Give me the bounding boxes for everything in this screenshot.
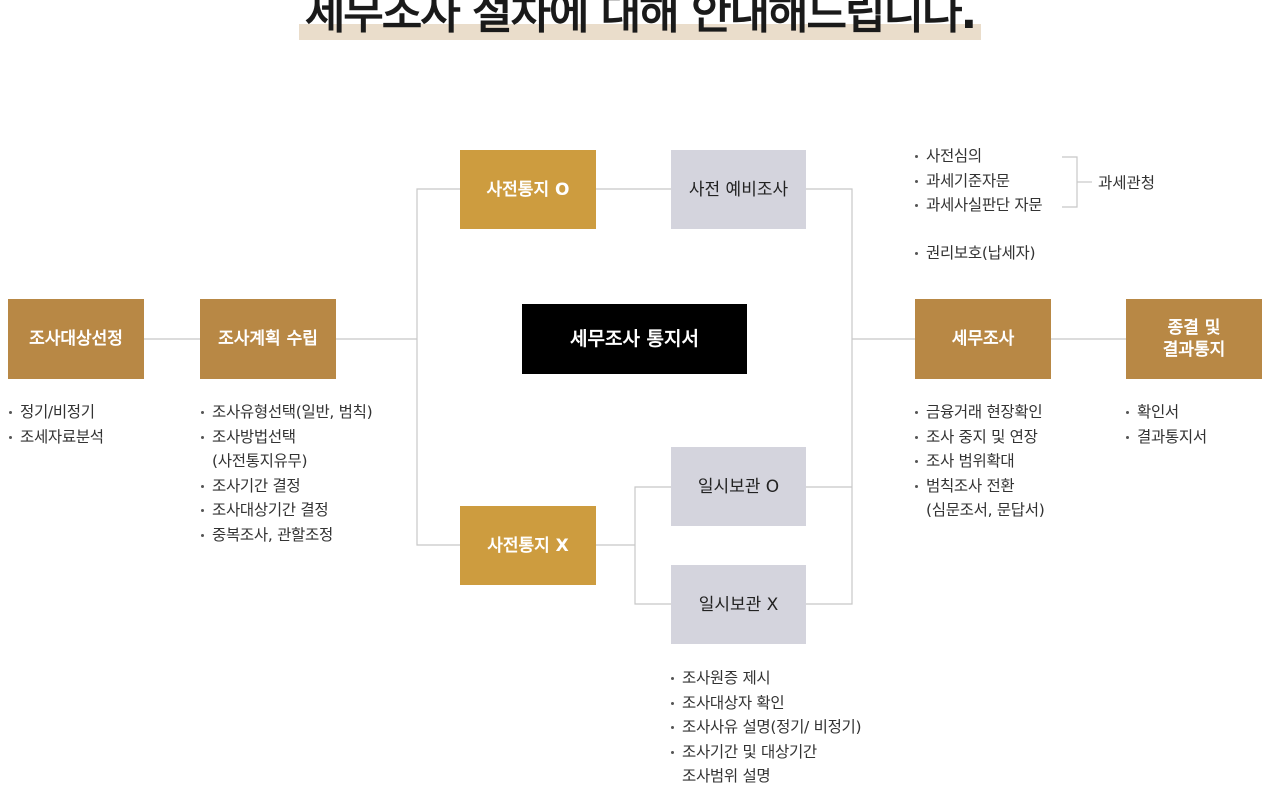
- list-item: 결과통지서: [1125, 425, 1207, 450]
- list-item: 조사대상자 확인: [670, 691, 861, 716]
- box-notice-o-label: 사전통지 O: [486, 179, 570, 200]
- list-item: 정기/비정기: [8, 400, 104, 425]
- list-item: 금융거래 현장확인: [914, 400, 1044, 425]
- list-item: 과세사실판단 자문: [914, 193, 1043, 218]
- list-plan: 조사유형선택(일반, 범칙) 조사방법선택 (사전통지유무) 조사기간 결정 조…: [200, 400, 373, 548]
- list-result: 확인서 결과통지서: [1125, 400, 1207, 449]
- box-notice-o: 사전통지 O: [460, 150, 596, 229]
- box-target-selection: 조사대상선정: [8, 299, 144, 379]
- list-item-text: 조사원증 제시: [682, 669, 771, 687]
- page-title-text: 세무조사 절차에 대해 안내해드립니다.: [304, 0, 977, 39]
- list-item: 사전심의: [914, 144, 1042, 169]
- box-end-result-line2: 결과통지: [1162, 340, 1226, 360]
- list-item: 조사기간 및 대상기간 조사범위 설명: [670, 740, 861, 789]
- box-preliminary-label: 사전 예비조사: [688, 179, 789, 200]
- list-item: 조사기간 결정: [200, 474, 372, 499]
- list-item-text: 조사대상기간 결정: [212, 501, 329, 519]
- list-item: 조사사유 설명(정기/ 비정기): [670, 715, 862, 740]
- page-title: 세무조사 절차에 대해 안내해드립니다.: [298, 0, 982, 42]
- list-item-text: 금융거래 현장확인: [926, 403, 1043, 421]
- list-item: 확인서: [1125, 400, 1207, 425]
- box-preliminary: 사전 예비조사: [671, 150, 806, 229]
- list-item: 조사방법선택 (사전통지유무): [200, 425, 372, 474]
- list-item: 권리보호(납세자): [914, 241, 1036, 266]
- list-item-text: 조사 범위확대: [926, 452, 1015, 470]
- label-tax-office: 과세관청: [1098, 174, 1156, 192]
- list-item-text: 조사사유 설명(정기/ 비정기): [682, 718, 862, 736]
- box-plan-label: 조사계획 수립: [218, 329, 318, 349]
- list-item: 조사 중지 및 연장: [914, 425, 1044, 450]
- list-item: 조세자료분석: [8, 425, 104, 450]
- list-audit: 금융거래 현장확인 조사 중지 및 연장 조사 범위확대 범칙조사 전환 (심문…: [914, 400, 1045, 523]
- list-item: 과세기준자문: [914, 169, 1042, 194]
- box-target-selection-label: 조사대상선정: [29, 329, 123, 349]
- box-notice-document: 세무조사 통지서: [522, 304, 747, 374]
- box-audit-label: 세무조사: [951, 329, 1015, 349]
- box-custody-x-label: 일시보관 X: [698, 594, 779, 615]
- list-item-text: 조사유형선택(일반, 범칙): [212, 403, 373, 421]
- list-item: 범칙조사 전환 (심문조서, 문답서): [914, 474, 1045, 523]
- box-custody-o: 일시보관 O: [671, 447, 806, 526]
- list-review: 사전심의 과세기준자문 과세사실판단 자문: [914, 144, 1043, 218]
- list-target: 정기/비정기 조세자료분석: [8, 400, 104, 449]
- list-item-text-cont: 조사범위 설명: [682, 767, 771, 785]
- page-title-wrap: 세무조사 절차에 대해 안내해드립니다.: [0, 0, 1280, 42]
- list-rights: 권리보호(납세자): [914, 241, 1036, 266]
- list-item-text-cont: (심문조서, 문답서): [926, 501, 1045, 519]
- list-item-text: 조사기간 결정: [212, 476, 301, 495]
- list-item: 중복조사, 관할조정: [200, 523, 372, 548]
- list-item-text-cont: (사전통지유무): [212, 452, 308, 470]
- list-item: 조사대상기간 결정: [200, 498, 372, 523]
- box-custody-o-label: 일시보관 O: [697, 476, 780, 497]
- box-notice-document-label: 세무조사 통지서: [570, 328, 699, 350]
- review-bracket: [1062, 156, 1078, 208]
- list-item-text: 조사방법선택: [212, 427, 296, 446]
- box-end-result: 종결 및 결과통지: [1126, 299, 1262, 379]
- list-item-text: 조사대상자 확인: [682, 693, 785, 712]
- connector-merge: [806, 188, 853, 605]
- connector-fork-branches: [416, 188, 460, 546]
- box-notice-x: 사전통지 X: [460, 506, 596, 585]
- list-custody: 조사원증 제시 조사대상자 확인 조사사유 설명(정기/ 비정기) 조사기간 및…: [670, 666, 862, 789]
- list-item-text: 조사 중지 및 연장: [926, 427, 1038, 446]
- list-item: 조사유형선택(일반, 범칙): [200, 400, 373, 425]
- list-item: 조사 범위확대: [914, 449, 1044, 474]
- list-item: 조사원증 제시: [670, 666, 861, 691]
- box-end-result-line1: 종결 및: [1167, 318, 1221, 338]
- list-item-text: 조사기간 및 대상기간: [682, 742, 817, 761]
- box-plan: 조사계획 수립: [200, 299, 336, 379]
- box-custody-x: 일시보관 X: [671, 565, 806, 644]
- connector-custody-branches: [634, 486, 671, 605]
- list-item-text: 범칙조사 전환: [926, 476, 1015, 495]
- list-item-text: 중복조사, 관할조정: [212, 525, 333, 544]
- box-notice-x-label: 사전통지 X: [487, 535, 569, 556]
- box-audit: 세무조사: [915, 299, 1051, 379]
